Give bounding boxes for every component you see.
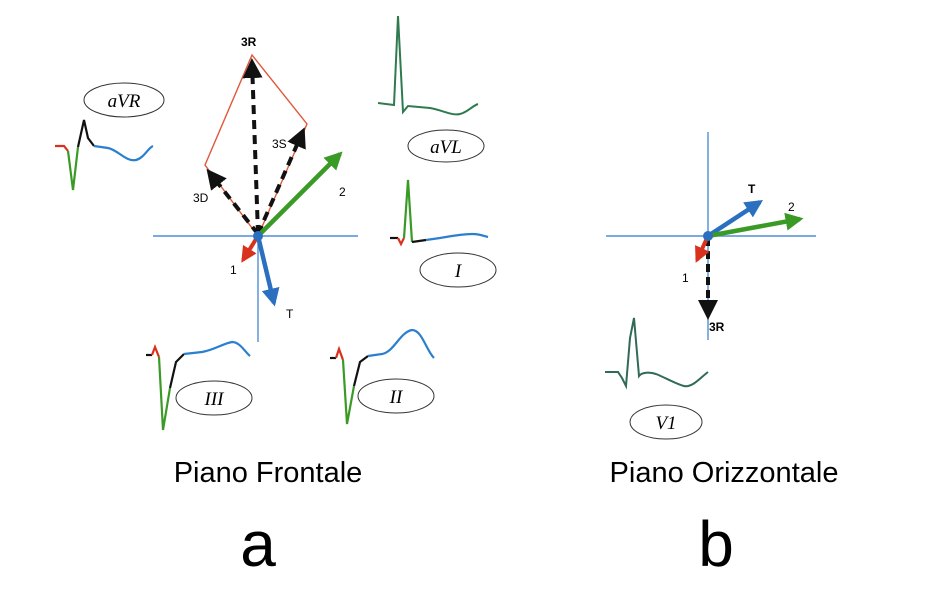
ecg-iii-red bbox=[150, 343, 161, 358]
label-2: 2 bbox=[339, 185, 346, 199]
ecg-ii-red bbox=[334, 345, 345, 361]
ecg-i-dark bbox=[411, 238, 427, 244]
ecg-i-red bbox=[397, 237, 405, 247]
label-3r: 3R bbox=[241, 35, 257, 49]
lead-avl-oval bbox=[407, 129, 485, 163]
lead-iii-label: III bbox=[204, 389, 226, 410]
lead-v1-oval bbox=[629, 404, 703, 440]
panel-b-horizontal: T 2 1 3R V1 Piano Orizzontale b bbox=[605, 132, 838, 580]
lead-iii: III bbox=[146, 340, 253, 431]
panel-letter-a: a bbox=[240, 508, 276, 580]
lead-ii-oval bbox=[357, 378, 435, 414]
vector-3r-arrow bbox=[242, 58, 263, 235]
vector-3s-arrow bbox=[256, 127, 306, 235]
ecg-avr-black bbox=[76, 119, 95, 148]
vector-3d-arrow bbox=[206, 168, 260, 236]
h-label-t: T bbox=[748, 182, 756, 196]
ecg-avl-trace bbox=[377, 15, 479, 116]
ecg-iii-blue bbox=[183, 340, 251, 357]
ecg-ii-green bbox=[341, 359, 356, 425]
panel-a-frontal: 3R 3S 3D 2 1 T aVR aVL I bbox=[55, 15, 497, 580]
label-3s: 3S bbox=[272, 137, 287, 151]
label-1: 1 bbox=[230, 263, 237, 277]
h-label-2: 2 bbox=[788, 200, 795, 214]
lead-avr-oval bbox=[83, 82, 165, 118]
ecg-avr-green bbox=[66, 146, 80, 191]
frontal-origin-dot bbox=[253, 231, 263, 241]
vector-t-arrow bbox=[255, 235, 280, 307]
lead-iii-oval bbox=[175, 380, 253, 416]
lead-i-oval bbox=[419, 252, 497, 288]
lead-ii: II bbox=[330, 328, 435, 425]
ecg-ii-blue bbox=[367, 328, 435, 359]
label-3d: 3D bbox=[193, 191, 209, 205]
lead-v1-label: V1 bbox=[655, 413, 676, 434]
caption-horizontal-plane: Piano Orizzontale bbox=[610, 457, 839, 489]
caption-frontal-plane: Piano Frontale bbox=[174, 457, 363, 489]
vector-2-arrow bbox=[256, 151, 343, 238]
h-vector-t-arrow bbox=[706, 200, 764, 238]
ecg-iii-green bbox=[157, 356, 172, 431]
lead-v1: V1 bbox=[605, 317, 709, 440]
label-t: T bbox=[286, 307, 294, 321]
lead-avr-label: aVR bbox=[108, 91, 141, 112]
ecg-i-blue bbox=[425, 232, 489, 242]
frontal-loop-outline bbox=[204, 53, 308, 237]
h-label-1: 1 bbox=[682, 271, 689, 285]
ecg-iii-dark bbox=[168, 353, 185, 389]
lead-avl-label: aVL bbox=[430, 137, 462, 158]
ecg-v1-trace bbox=[605, 317, 709, 390]
horizontal-origin-dot bbox=[703, 231, 713, 241]
lead-avr: aVR bbox=[55, 82, 165, 191]
lead-i-label: I bbox=[454, 261, 463, 282]
lead-ii-label: II bbox=[389, 387, 404, 408]
h-vector-2-arrow bbox=[707, 212, 804, 239]
ecg-avr-blue bbox=[93, 144, 154, 162]
h-label-3r: 3R bbox=[709, 320, 725, 334]
lead-avl: aVL bbox=[377, 15, 485, 163]
ecg-avr-red bbox=[55, 144, 69, 152]
panel-letter-b: b bbox=[698, 508, 734, 580]
ecg-ii-dark bbox=[352, 355, 369, 387]
ecg-i-green bbox=[402, 179, 414, 243]
lead-i: I bbox=[390, 179, 497, 288]
